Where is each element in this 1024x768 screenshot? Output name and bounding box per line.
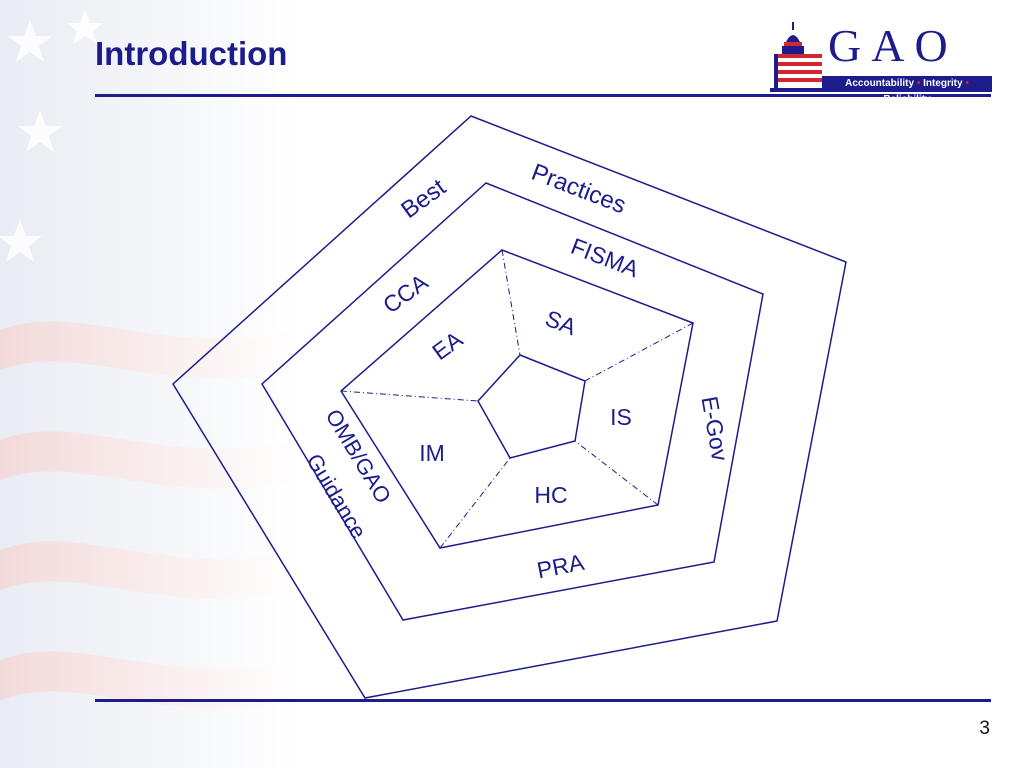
label-e-gov: E-Gov (696, 394, 733, 463)
segment-dividers (340, 249, 694, 549)
logo-tagline: Accountability • Integrity • Reliability (822, 76, 992, 105)
label-fisma: FISMA (567, 233, 643, 283)
label-ea: EA (427, 326, 468, 365)
footer-divider (95, 699, 991, 702)
label-pra: PRA (535, 549, 587, 584)
title-divider (95, 94, 991, 97)
inner-pentagon (340, 249, 694, 549)
label-practices: Practices (528, 159, 630, 220)
capitol-flag-icon (770, 22, 824, 92)
label-is: IS (610, 404, 632, 430)
logo-wordmark: GAO (828, 20, 958, 71)
logo-tagline-reliability: Reliability (883, 94, 931, 105)
center-pentagon (477, 354, 586, 459)
logo-tagline-accountability: Accountability (845, 78, 915, 89)
page-number: 3 (979, 718, 990, 739)
slide-title: Introduction (95, 35, 288, 72)
middle-pentagon (261, 182, 764, 621)
label-cca: CCA (378, 268, 433, 318)
label-best: Best (396, 174, 451, 224)
label-sa: SA (542, 305, 581, 341)
logo-tagline-separator: • (965, 78, 969, 89)
logo-tagline-integrity: Integrity (923, 78, 963, 89)
gao-logo: GAO Accountability • Integrity • Reliabi… (768, 20, 992, 105)
outer-pentagon (172, 115, 847, 699)
label-hc: HC (534, 482, 567, 508)
label-im: IM (419, 440, 445, 466)
logo-tagline-separator: • (916, 78, 921, 89)
